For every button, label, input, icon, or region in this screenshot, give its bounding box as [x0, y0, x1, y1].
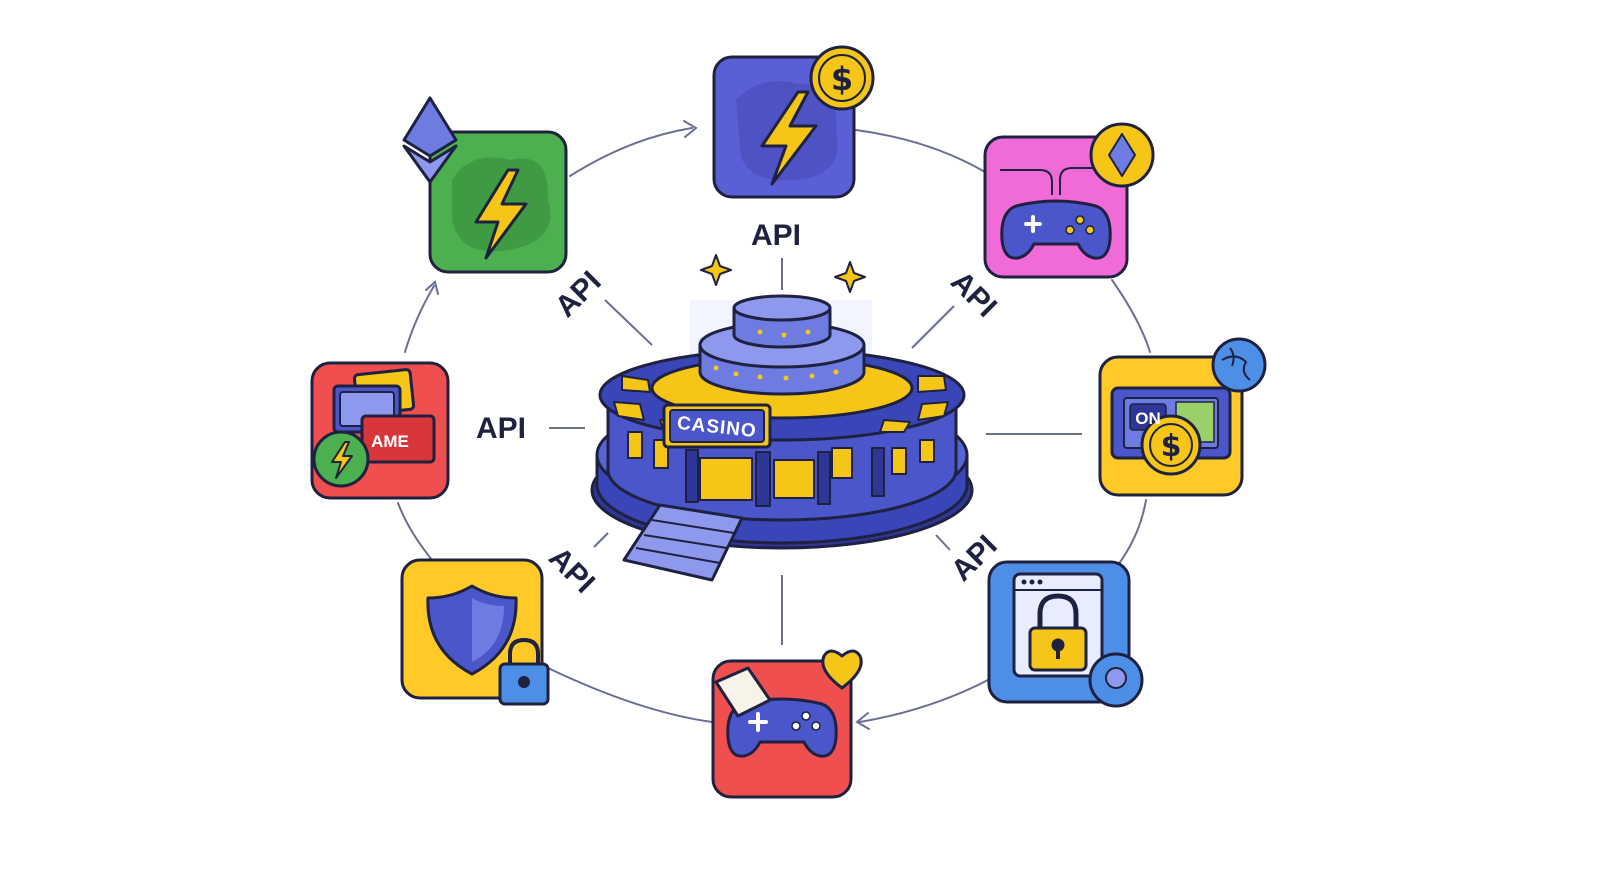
roof-segment-3	[918, 376, 946, 392]
entrance-left	[700, 458, 752, 500]
connector-blue-to-red	[860, 680, 988, 722]
padlock-keyhole-slot	[1056, 647, 1060, 659]
window-4	[892, 448, 906, 474]
casino-tier-top-cap	[734, 296, 830, 320]
api-label-left: API	[476, 412, 526, 445]
spoke-top-right	[912, 306, 954, 348]
search-icon-lens	[1106, 668, 1126, 688]
api-label-top-left: API	[549, 265, 608, 324]
dollar-coin-symbol: $	[1161, 429, 1182, 464]
gamepad-button-a	[1076, 216, 1084, 224]
spoke-bottom-right	[936, 535, 950, 550]
security-shield-app[interactable]	[402, 560, 548, 704]
entrance-right	[774, 460, 814, 498]
pillar-2	[756, 452, 770, 506]
game-card-text: AME	[371, 432, 409, 451]
gamepad-button-b	[812, 722, 820, 730]
window-3	[832, 448, 852, 478]
connector-yellow-to-blue	[1118, 500, 1146, 565]
favorite-games-app[interactable]	[713, 651, 861, 797]
ethereum-lightning-app[interactable]	[404, 98, 566, 272]
casino-building	[592, 296, 972, 580]
screen-card-text: ON	[1135, 409, 1161, 428]
sparkle-right	[835, 262, 865, 292]
connector-purple-to-pink	[856, 130, 985, 172]
dollar-coin-symbol: $	[831, 60, 853, 98]
gamepad-button-c	[792, 722, 800, 730]
connector-green-to-purple	[570, 128, 692, 176]
connector-shield-to-cards	[398, 503, 432, 560]
pillar-1	[686, 450, 698, 502]
gamepad-button-c	[1066, 226, 1074, 234]
sparkle-left	[701, 255, 731, 285]
padlock-keyhole	[520, 678, 529, 687]
crypto-gaming-app[interactable]	[985, 124, 1153, 277]
gamepad-button-a	[802, 712, 810, 720]
roof-segment-5	[880, 420, 910, 432]
connector-cards-to-green	[405, 286, 434, 352]
gamepad-button-b	[1086, 226, 1094, 234]
connector-red-to-shield	[548, 668, 712, 722]
api-label-bottom-left: API	[542, 541, 601, 600]
spoke-top-left	[605, 300, 652, 345]
pillar-4	[872, 448, 884, 496]
window-5	[920, 440, 934, 462]
pillar-3	[818, 452, 830, 504]
globe-icon	[1213, 339, 1265, 391]
secure-browser-app[interactable]	[989, 562, 1142, 706]
game-cards-app[interactable]	[312, 363, 448, 498]
api-label-top: API	[751, 219, 801, 252]
spoke-bottom-left	[594, 533, 608, 547]
window-1	[628, 432, 642, 458]
online-payments-screen[interactable]	[1100, 339, 1265, 495]
connector-pink-to-yellow	[1112, 280, 1150, 352]
